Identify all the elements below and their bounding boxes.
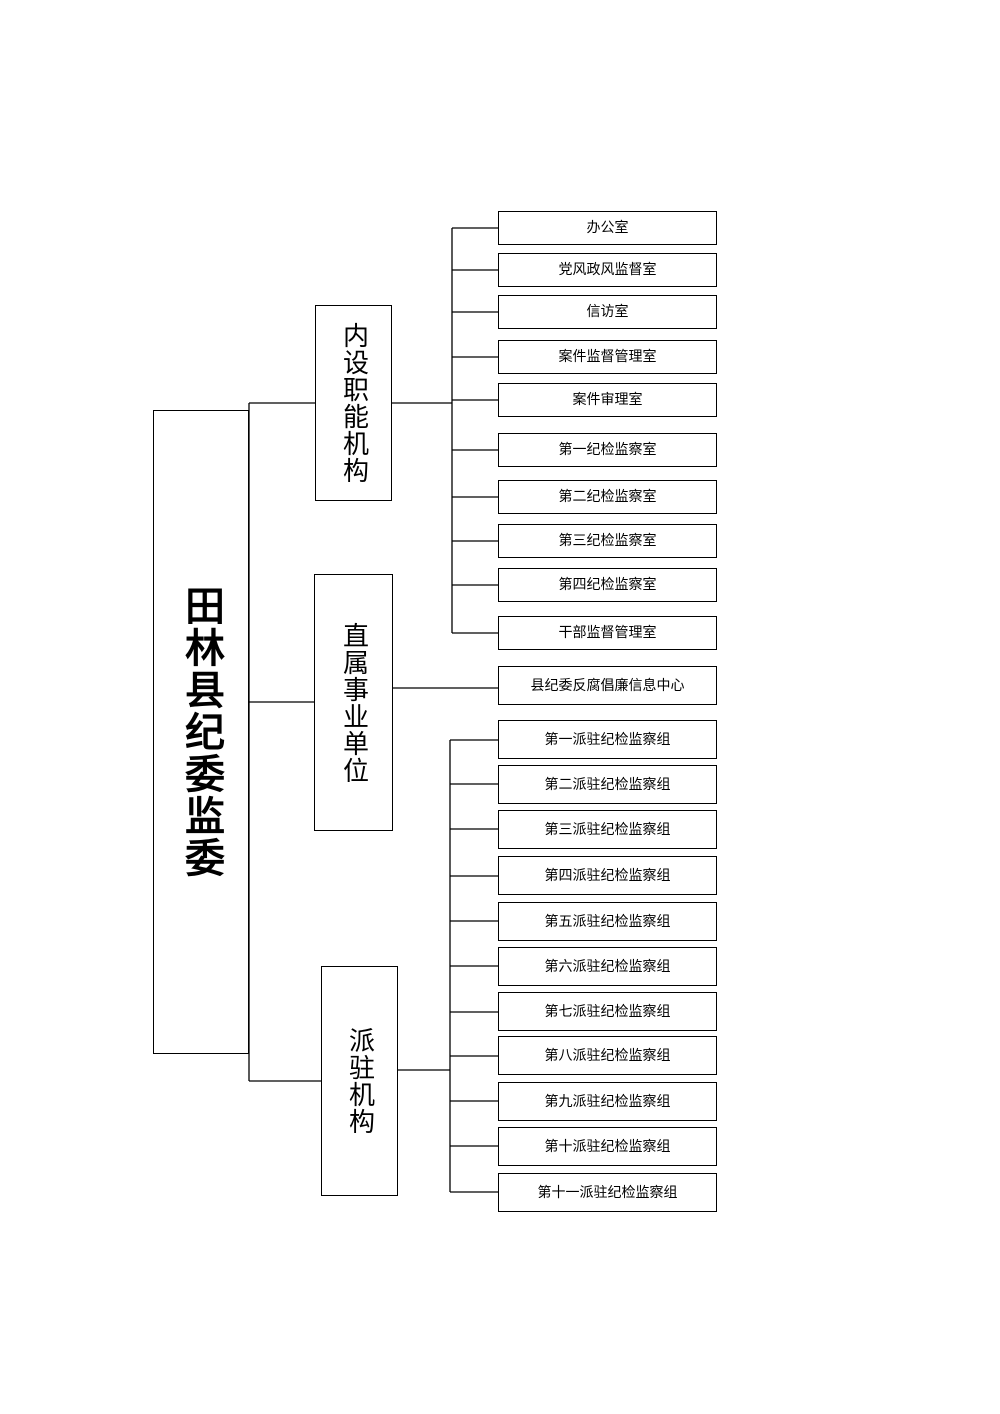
leaf-node: 第二纪检监察室 — [498, 480, 717, 514]
leaf-node: 第一派驻纪检监察组 — [498, 720, 717, 759]
leaf-node: 案件审理室 — [498, 383, 717, 417]
leaf-node: 第二派驻纪检监察组 — [498, 765, 717, 804]
root-label: 田林县纪委监委 — [178, 585, 225, 879]
leaf-node: 第四派驻纪检监察组 — [498, 856, 717, 895]
category-affiliated-institutions: 直属事业单位 — [314, 574, 393, 831]
category-label: 直属事业单位 — [338, 621, 369, 784]
leaf-node: 第六派驻纪检监察组 — [498, 947, 717, 986]
leaf-node: 第九派驻纪检监察组 — [498, 1082, 717, 1121]
leaf-node: 第七派驻纪检监察组 — [498, 992, 717, 1031]
category-label: 派驻机构 — [344, 1027, 375, 1135]
leaf-node: 信访室 — [498, 295, 717, 329]
root-node: 田林县纪委监委 — [153, 410, 249, 1054]
leaf-node: 第十派驻纪检监察组 — [498, 1127, 717, 1166]
leaf-node: 第五派驻纪检监察组 — [498, 902, 717, 941]
leaf-node: 第三纪检监察室 — [498, 524, 717, 558]
leaf-node: 案件监督管理室 — [498, 340, 717, 374]
category-label: 内设职能机构 — [338, 322, 369, 484]
leaf-node: 干部监督管理室 — [498, 616, 717, 650]
leaf-node: 第四纪检监察室 — [498, 568, 717, 602]
leaf-node: 党风政风监督室 — [498, 253, 717, 287]
leaf-node: 办公室 — [498, 211, 717, 245]
leaf-node: 县纪委反腐倡廉信息中心 — [498, 666, 717, 705]
leaf-node: 第八派驻纪检监察组 — [498, 1036, 717, 1075]
leaf-node: 第三派驻纪检监察组 — [498, 810, 717, 849]
category-internal-departments: 内设职能机构 — [315, 305, 392, 501]
leaf-node: 第十一派驻纪检监察组 — [498, 1173, 717, 1212]
category-dispatched-agencies: 派驻机构 — [321, 966, 398, 1196]
leaf-node: 第一纪检监察室 — [498, 433, 717, 467]
